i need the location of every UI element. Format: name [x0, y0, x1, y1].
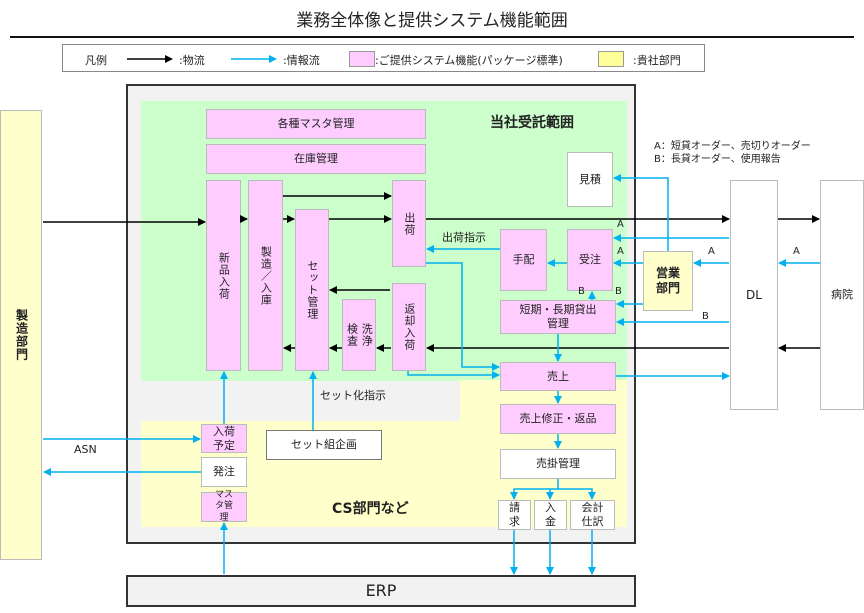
flow-label-b-3: B [702, 311, 709, 322]
hospital-label: 病院 [831, 288, 853, 302]
arrangement-box: 手配 [500, 229, 547, 291]
legend: 凡例 :物流 :情報流 :ご提供システム機能(パッケージ標準) :貴社部門 [62, 44, 705, 72]
manufacturing-label: 製造／入庫 [259, 245, 273, 306]
sales-department-label: 営業部門 [655, 266, 680, 295]
inspection-label: 検査 [345, 323, 359, 347]
accounting-label: 会計仕訳 [581, 501, 604, 528]
legend-black-arrow-icon [127, 55, 173, 63]
lending-management-box: 短期・長期貸出管理 [500, 300, 616, 334]
page-title: 業務全体像と提供システム機能範囲 [296, 11, 568, 31]
asn-label: ASN [74, 443, 97, 456]
order-receiving-box: 受注 [567, 229, 613, 291]
flow-label-a-2: A [617, 246, 624, 257]
sales-correction-label: 売上修正・返品 [519, 412, 597, 426]
master-management-label: 各種マスタ管理 [277, 117, 355, 131]
manufacturing-department: 製造部門 [0, 110, 42, 560]
manufacturing-box: 製造／入庫 [248, 180, 283, 371]
inventory-management-box: 在庫管理 [206, 144, 426, 174]
receivables-box: 売掛管理 [500, 449, 616, 479]
sales-label: 売上 [547, 369, 569, 383]
lending-management-label: 短期・長期貸出管理 [519, 303, 597, 330]
flow-label-a-3: A [708, 246, 715, 257]
set-management-box: セット管理 [295, 209, 329, 371]
washing-label: 洗浄 [360, 323, 374, 347]
master-management-box: 各種マスタ管理 [206, 109, 426, 139]
legend-client-department: :貴社部門 [633, 54, 681, 67]
master-management-small-box: マスタ管理 [201, 490, 247, 523]
consigned-scope-label: 当社受託範囲 [490, 115, 574, 131]
billing-box: 請求 [498, 500, 531, 530]
dl-label: DL [746, 287, 762, 302]
title-divider [10, 36, 854, 38]
set-planning-box: セット組企画 [266, 430, 382, 460]
flow-label-b-2: B [615, 286, 622, 297]
payment-box: 入金 [534, 500, 567, 530]
flow-receivables-to-billing [510, 479, 559, 500]
flow-shipping-to-sales [426, 262, 500, 371]
receiving-plan-box: 入荷予定 [201, 424, 247, 453]
receiving-plan-label: 入荷予定 [213, 424, 235, 452]
flow-receivables-to-accounting [558, 488, 596, 500]
legend-label: 凡例 [85, 54, 107, 67]
payment-label: 入金 [545, 501, 556, 528]
accounting-box: 会計仕訳 [570, 500, 615, 530]
inventory-management-label: 在庫管理 [294, 152, 338, 166]
billing-label: 請求 [509, 501, 520, 528]
note-b: B：長貸オーダー、使用報告 [654, 154, 781, 165]
return-receiving-label: 返却入荷 [402, 303, 416, 351]
legend-blue-arrow-icon [231, 55, 277, 63]
legend-package-swatch [349, 51, 375, 67]
set-planning-label: セット組企画 [291, 438, 357, 452]
cs-department-label: CS部門など [332, 501, 409, 517]
legend-package-function: :ご提供システム機能(パッケージ標準) [375, 54, 563, 67]
manufacturing-department-label: 製造部門 [14, 309, 29, 361]
flow-sales-dept-to-estimate [613, 174, 669, 251]
flow-label-b-1: B [578, 286, 585, 297]
set-management-label: セット管理 [305, 260, 319, 320]
shipping-box: 出荷 [392, 180, 426, 267]
order-receiving-label: 受注 [579, 253, 601, 267]
flow-label-a-1: A [617, 219, 624, 230]
dl-box: DL [730, 180, 778, 410]
master-management-small-label: マスタ管理 [214, 490, 233, 523]
shipping-instruction-label: 出荷指示 [442, 231, 486, 244]
sales-correction-box: 売上修正・返品 [500, 404, 616, 434]
purchase-order-label: 発注 [213, 465, 235, 479]
erp-label: ERP [365, 581, 397, 600]
new-receiving-label: 新品入荷 [217, 251, 231, 300]
flow-label-a-4: A [793, 246, 800, 257]
estimate-box: 見積 [567, 152, 613, 207]
legend-info-flow: :情報流 [283, 54, 320, 67]
set-instruction-label: セット化指示 [320, 389, 386, 402]
sales-department-box: 営業部門 [643, 251, 693, 311]
new-receiving-box: 新品入荷 [206, 180, 241, 371]
sales-box: 売上 [500, 362, 616, 391]
estimate-label: 見積 [579, 172, 601, 186]
flow-return-to-sales [407, 371, 500, 379]
purchase-order-box: 発注 [201, 457, 247, 487]
receivables-label: 売掛管理 [536, 457, 580, 471]
shipping-label: 出荷 [402, 211, 416, 236]
arrangement-label: 手配 [512, 253, 535, 267]
inspection-washing-box: 検査 洗浄 [342, 299, 376, 371]
return-receiving-box: 返却入荷 [392, 283, 426, 371]
legend-client-swatch [598, 51, 624, 67]
legend-physical-flow: :物流 [179, 54, 205, 67]
erp-box: ERP [126, 575, 636, 607]
note-a: A：短貸オーダー、売切りオーダー [654, 141, 811, 152]
